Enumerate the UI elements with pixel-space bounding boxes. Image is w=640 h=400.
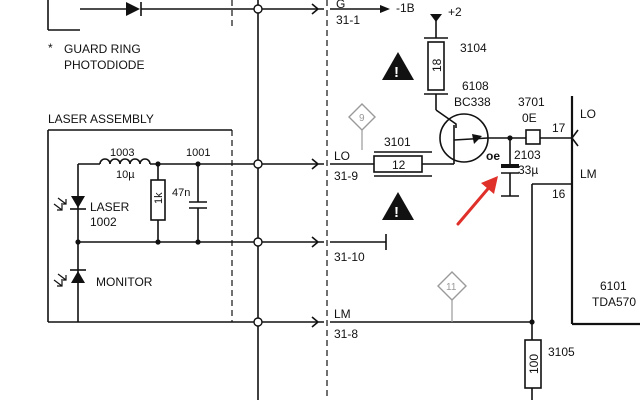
- resistor-3104-ref: 3104: [460, 41, 487, 55]
- capacitor-1001-value: 47n: [172, 187, 190, 199]
- resistor-3105: [524, 339, 542, 389]
- connector-pin-31-10: 31-10: [334, 250, 365, 264]
- connector-pin-31-9: 31-9: [334, 169, 358, 183]
- connector-lm-label: LM: [334, 307, 351, 321]
- resistor-3101-value: 12: [392, 158, 406, 172]
- connector-pin-31-8: 31-8: [334, 327, 358, 341]
- svg-text:!: !: [394, 204, 399, 221]
- laser-ref: 1002: [90, 215, 117, 229]
- transistor-6108-type: BC338: [454, 95, 491, 109]
- connector-lo-label: LO: [334, 149, 350, 163]
- resistor-3701-ref: 3701: [518, 95, 545, 109]
- svg-text:!: !: [394, 64, 399, 81]
- warning-triangle-bottom: !: [382, 192, 414, 221]
- laser-diode-1002: [53, 196, 86, 211]
- diamond-9-label: 9: [359, 113, 365, 124]
- ic-pin-lm: LM: [580, 167, 597, 181]
- ic-type: TDA570: [592, 295, 636, 309]
- legend-line-2: PHOTODIODE: [64, 58, 144, 72]
- ic-pin-16: 16: [552, 187, 566, 201]
- resistor-3101-ref: 3101: [384, 135, 411, 149]
- node-31-10: [253, 237, 263, 247]
- resistor-3701: [525, 129, 541, 145]
- resistor-3104-value: 18: [430, 58, 444, 72]
- red-annotation-arrow: [456, 176, 498, 226]
- monitor-label: MONITOR: [96, 275, 153, 289]
- inductor-1003-symbol: [99, 158, 151, 165]
- capacitor-2103-ref: 2103: [514, 148, 541, 162]
- diamond-11-label: 11: [446, 282, 457, 293]
- monitor-photodiode: [53, 269, 86, 287]
- node-lo: [253, 159, 263, 169]
- legend-line-1: GUARD RING: [64, 42, 141, 56]
- laser-assembly-title: LASER ASSEMBLY: [48, 112, 154, 126]
- laser-label: LASER: [90, 200, 130, 214]
- resistor-3701-value: 0E: [522, 111, 537, 125]
- inductor-1003-value: 10µ: [116, 169, 135, 181]
- laser-assembly-frame: [47, 129, 233, 323]
- ic-ref: 6101: [600, 279, 627, 293]
- capacitor-1001-ref: 1001: [186, 147, 210, 159]
- warning-triangle-top: !: [382, 52, 414, 81]
- resistor-3104: [427, 41, 445, 91]
- ic-pin-lo: LO: [580, 107, 596, 121]
- diode-top-symbol: [126, 2, 140, 16]
- supply-plus-2: +2: [448, 5, 462, 19]
- legend-star: *: [48, 41, 53, 55]
- resistor-1k-value: 1k: [153, 192, 165, 204]
- inductor-1003-ref: 1003: [110, 147, 134, 159]
- top-minus-1b: -1B: [396, 1, 415, 15]
- upper-left-box: [47, 0, 255, 31]
- top-g-label: G: [336, 0, 345, 11]
- resistor-3105-ref: 3105: [548, 345, 575, 359]
- node-top: [253, 4, 263, 14]
- capacitor-2103-value: 33µ: [518, 163, 538, 177]
- resistor-3105-value: 100: [527, 354, 541, 374]
- transistor-6108-symbol: [435, 109, 489, 165]
- capacitor-2103-mark: oe: [486, 149, 500, 163]
- transistor-6108-ref: 6108: [462, 79, 489, 93]
- ic-pin-17: 17: [552, 121, 566, 135]
- capacitor-2103-plate-top: [501, 164, 519, 168]
- node-lm: [253, 317, 263, 327]
- top-pin-31-1: 31-1: [336, 13, 360, 27]
